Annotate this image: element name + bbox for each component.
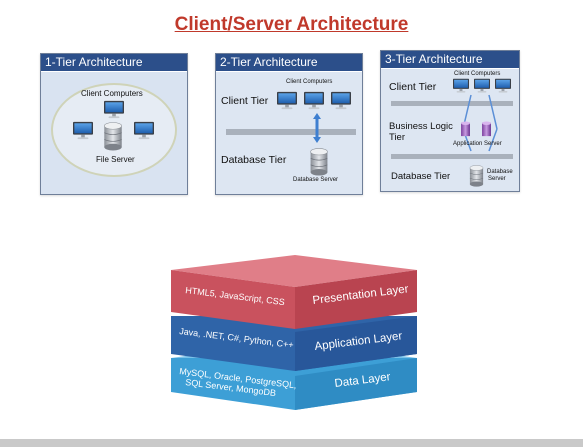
three-tier-header: 3-Tier Architecture — [381, 51, 519, 68]
client-computer-icon — [303, 91, 325, 111]
client-tier-label: Client Tier — [221, 95, 269, 107]
bottom-strip — [0, 439, 583, 447]
presentation-layer: HTML5, JavaScript, CSS Presentation Laye… — [171, 255, 417, 329]
double-arrow-icon — [313, 113, 321, 143]
client-computer-icon — [452, 78, 470, 94]
client-computers-label: Client Computers — [454, 71, 501, 77]
database-server-icon — [469, 165, 484, 187]
two-tier-panel: 2-Tier Architecture Client Computers Cli… — [215, 53, 363, 195]
client-computer-icon — [72, 121, 94, 141]
client-computer-icon — [276, 91, 298, 111]
client-tier-label: Client Tier — [389, 81, 437, 93]
three-tier-panel: 3-Tier Architecture Client Computers Cli… — [380, 50, 520, 192]
application-layer-side — [295, 316, 417, 371]
presentation-layer-front — [171, 270, 295, 329]
two-tier-diagram: Client Computers Client Tier Database Ti… — [216, 72, 362, 194]
client-computers-label: Client Computers — [81, 89, 143, 98]
database-tier-label: Database Tier — [391, 171, 451, 182]
one-tier-header: 1-Tier Architecture — [41, 54, 187, 71]
client-computer-icon — [103, 100, 125, 120]
one-tier-diagram: Client Computers File Server — [41, 72, 187, 194]
tier-separator — [391, 101, 513, 106]
database-server-label: Database — [487, 169, 513, 175]
presentation-layer-side — [295, 270, 417, 329]
layer-stack: MySQL, Oracle, PostgreSQL, SQL Server, M… — [171, 255, 417, 410]
application-server-label: Application Server — [453, 141, 502, 147]
tier-separator — [226, 129, 356, 135]
database-server-icon — [309, 148, 329, 176]
application-layer: Java, .NET, C#, Python, C++ Application … — [171, 316, 417, 371]
tier-separator — [391, 154, 513, 159]
client-computer-icon — [330, 91, 352, 111]
data-layer-side — [295, 358, 417, 410]
business-logic-label: Business Logic — [389, 121, 453, 132]
connection-lines — [462, 94, 498, 152]
client-computer-icon — [133, 121, 155, 141]
business-logic-label-tier: Tier — [389, 132, 406, 143]
database-server-label: Database Server — [293, 177, 339, 183]
database-server-label-server: Server — [488, 176, 506, 182]
client-computer-icon — [473, 78, 491, 94]
two-tier-header: 2-Tier Architecture — [216, 54, 362, 71]
client-computers-label: Client Computers — [286, 79, 333, 85]
application-server-icon — [481, 121, 492, 137]
file-server-label: File Server — [96, 155, 135, 164]
presentation-layer-top — [171, 255, 417, 287]
file-server-icon — [103, 122, 123, 151]
page-title: Client/Server Architecture — [174, 14, 409, 35]
application-server-icon — [460, 121, 471, 137]
one-tier-panel: 1-Tier Architecture Client Computers Fil… — [40, 53, 188, 195]
database-tier-label: Database Tier — [221, 154, 287, 166]
client-computer-icon — [494, 78, 512, 94]
three-tier-diagram: Client Computers Client Tier Business Lo… — [381, 69, 519, 191]
